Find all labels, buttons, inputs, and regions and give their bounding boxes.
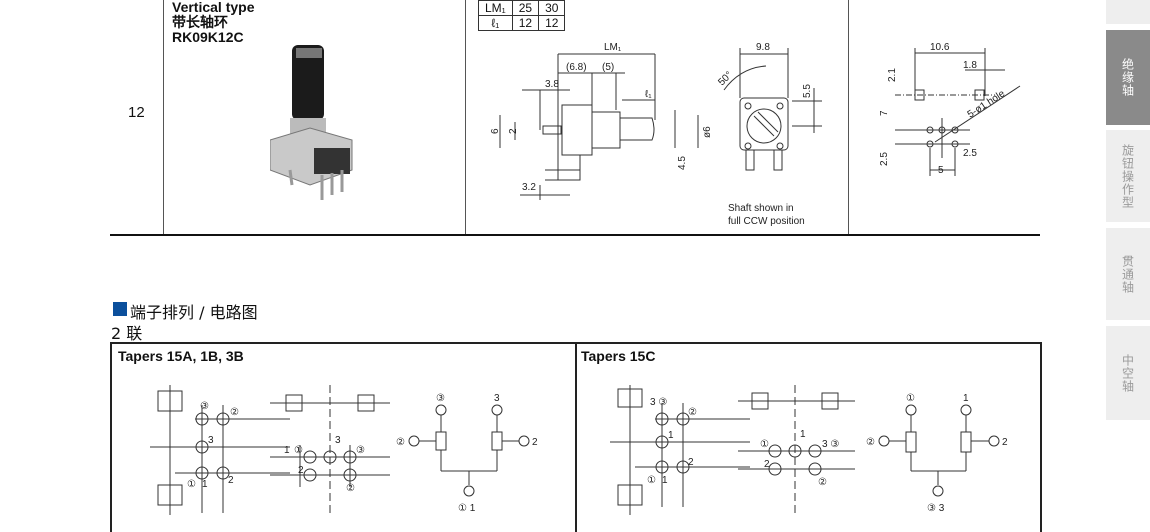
svg-text:①: ① — [647, 475, 656, 486]
svg-text:3: 3 — [208, 435, 214, 446]
svg-text:LM₁: LM₁ — [604, 42, 622, 53]
svg-text:2.5: 2.5 — [879, 152, 890, 166]
svg-text:3 ③: 3 ③ — [650, 397, 667, 408]
side-view-drawing: LM₁ (6.8) (5) 3.8 ℓ₁ 6 2 ø6 4.5 3.2 — [490, 42, 710, 200]
svg-text:2: 2 — [508, 128, 519, 134]
sidebar-tab-top[interactable] — [1106, 0, 1150, 24]
svg-text:1: 1 — [202, 479, 208, 490]
svg-text:②: ② — [818, 477, 827, 488]
svg-text:①: ① — [906, 393, 915, 404]
svg-text:5.5: 5.5 — [802, 84, 813, 98]
product-title: Vertical type 带长轴环 RK09K12C — [172, 0, 255, 45]
table-bottom-rule — [110, 234, 1040, 236]
svg-text:(5): (5) — [602, 62, 614, 73]
model-number: RK09K12C — [172, 29, 244, 45]
svg-text:②: ② — [230, 407, 239, 418]
svg-text:2: 2 — [298, 465, 304, 476]
sidebar-tab-through-shaft[interactable]: 贯通轴 — [1106, 228, 1150, 320]
svg-text:5: 5 — [938, 165, 944, 176]
svg-text:1: 1 — [284, 445, 290, 456]
svg-text:3.2: 3.2 — [522, 182, 536, 193]
svg-text:③: ③ — [200, 401, 209, 412]
svg-text:③: ③ — [436, 393, 445, 404]
svg-text:2.5: 2.5 — [963, 148, 977, 159]
svg-text:① 1: ① 1 — [458, 503, 476, 514]
panel-tapers-15c: Tapers 15C — [575, 342, 1042, 532]
svg-text:ℓ₁: ℓ₁ — [645, 89, 652, 100]
svg-text:3: 3 — [335, 435, 341, 446]
svg-text:②: ② — [396, 437, 405, 448]
svg-text:4.5: 4.5 — [677, 156, 688, 170]
svg-text:2: 2 — [688, 457, 694, 468]
svg-text:50°: 50° — [716, 70, 734, 88]
svg-text:③: ③ — [356, 445, 365, 456]
front-view-drawing: 9.8 50° 5.5 Shaft shown in full CCW posi… — [716, 42, 822, 227]
svg-text:1: 1 — [662, 475, 668, 486]
svg-text:2.1: 2.1 — [887, 68, 898, 82]
svg-text:Shaft shown in: Shaft shown in — [728, 203, 794, 214]
svg-text:2: 2 — [228, 475, 234, 486]
svg-text:ø6: ø6 — [702, 126, 710, 138]
column-divider — [848, 0, 849, 235]
svg-text:10.6: 10.6 — [930, 42, 950, 53]
sidebar-tab-insulated-shaft[interactable]: 绝缘轴 — [1106, 30, 1150, 125]
svg-text:①: ① — [760, 439, 769, 450]
title-en: Vertical type — [172, 0, 255, 15]
svg-text:1: 1 — [800, 429, 806, 440]
section-subheading: 2 联 — [111, 324, 143, 343]
svg-text:full CCW position: full CCW position — [728, 216, 805, 227]
sidebar-tab-hollow-shaft[interactable]: 中空轴 — [1106, 326, 1150, 420]
svg-text:7: 7 — [879, 110, 890, 116]
svg-text:9.8: 9.8 — [756, 42, 770, 53]
svg-text:(6.8): (6.8) — [566, 62, 587, 73]
title-cn: 带长轴环 — [172, 14, 228, 30]
row-number: 12 — [128, 104, 145, 121]
svg-text:3.8: 3.8 — [545, 79, 559, 90]
svg-text:3: 3 — [494, 393, 500, 404]
svg-text:②: ② — [866, 437, 875, 448]
svg-text:2: 2 — [764, 459, 770, 470]
product-photo — [270, 45, 353, 200]
svg-text:②: ② — [688, 407, 697, 418]
section-bullet — [113, 302, 127, 316]
svg-text:2: 2 — [1002, 437, 1008, 448]
svg-text:3 ③: 3 ③ — [822, 439, 839, 450]
svg-text:②: ② — [346, 483, 355, 494]
sidebar-tab-knob-type[interactable]: 旋钮操作型 — [1106, 130, 1150, 222]
svg-text:③ 3: ③ 3 — [927, 503, 945, 514]
pcb-layout-drawing: 10.6 1.8 2.1 7 5-ø1 hole 2.5 2.5 5 — [879, 42, 1021, 176]
panel-title: Tapers 15A, 1B, 3B — [118, 348, 244, 364]
svg-text:5-ø1 hole: 5-ø1 hole — [966, 88, 1008, 120]
svg-text:①: ① — [187, 479, 196, 490]
svg-text:1: 1 — [668, 430, 674, 441]
svg-text:①: ① — [294, 445, 303, 456]
svg-text:2: 2 — [532, 437, 538, 448]
column-divider — [465, 0, 466, 235]
svg-text:1.8: 1.8 — [963, 60, 977, 71]
panel-tapers-15a-1b-3b: Tapers 15A, 1B, 3B — [110, 342, 577, 532]
svg-text:1: 1 — [963, 393, 969, 404]
svg-text:6: 6 — [490, 128, 501, 134]
column-divider — [163, 0, 164, 235]
section-heading: 端子排列 / 电路图 — [130, 303, 258, 322]
panel-title: Tapers 15C — [581, 348, 656, 364]
